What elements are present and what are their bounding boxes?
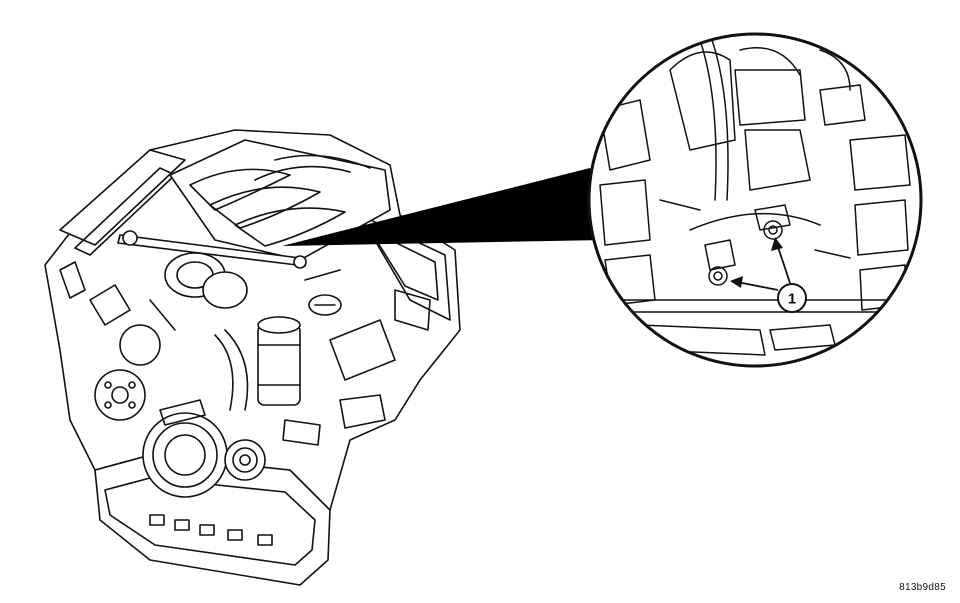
callout-number: 1: [788, 291, 796, 308]
engine-illustration: [44, 129, 461, 586]
callout-arrow-1a: [736, 281, 779, 291]
magnifier-pointer: [282, 168, 605, 246]
callout-arrow-1b: [776, 243, 791, 284]
detail-inset: [587, 32, 923, 368]
callout-circle: [777, 283, 807, 313]
callout-arrowhead-1a: [730, 276, 743, 288]
callout-arrowhead-1b: [771, 237, 783, 251]
callout: 1: [730, 237, 807, 313]
figure-reference-code: 813b9d85: [899, 582, 946, 593]
